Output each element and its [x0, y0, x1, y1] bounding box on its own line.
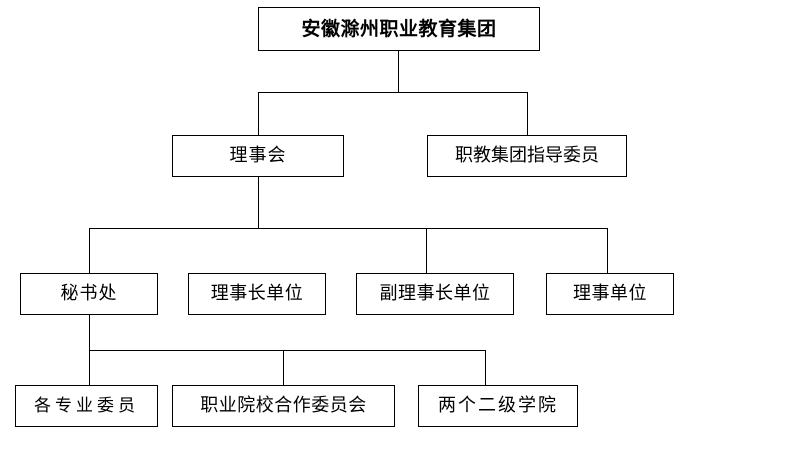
connector-council-to-secretariat: [89, 228, 91, 273]
node-vice-chair-unit-label: 副理事长单位: [379, 283, 491, 304]
connector-root-to-guidance: [527, 92, 529, 135]
connector-council-to-member-unit: [607, 228, 609, 273]
node-member-unit-label: 理事单位: [573, 283, 647, 304]
node-guidance-committee[interactable]: 职教集团指导委员: [427, 135, 627, 177]
node-guidance-committee-label: 职教集团指导委员: [455, 145, 599, 166]
node-specialty-committees-label: 各专业委员: [34, 395, 139, 416]
node-cooperation-committee[interactable]: 职业院校合作委员会: [172, 385, 395, 427]
connector-council-to-vice-chair: [426, 228, 428, 273]
connector-secretariat-horizontal: [89, 350, 486, 352]
node-council-label: 理事会: [229, 145, 287, 166]
node-secretariat[interactable]: 秘书处: [20, 273, 158, 315]
node-vice-chair-unit[interactable]: 副理事长单位: [356, 273, 514, 315]
node-cooperation-committee-label: 职业院校合作委员会: [200, 395, 367, 416]
connector-root-stem: [398, 51, 400, 92]
node-root[interactable]: 安徽滁州职业教育集团: [258, 7, 540, 51]
node-member-unit[interactable]: 理事单位: [546, 273, 674, 315]
node-council[interactable]: 理事会: [172, 135, 344, 177]
connector-council-stem: [258, 177, 260, 228]
node-specialty-committees[interactable]: 各专业委员: [15, 385, 158, 427]
connector-secretariat-to-colleges: [485, 350, 487, 385]
connector-root-to-council: [258, 92, 260, 135]
connector-council-horizontal: [89, 228, 608, 230]
node-two-secondary-colleges[interactable]: 两个二级学院: [418, 385, 578, 427]
node-two-secondary-colleges-label: 两个二级学院: [438, 395, 558, 416]
connector-secretariat-to-cooperation: [283, 350, 285, 385]
node-root-label: 安徽滁州职业教育集团: [301, 17, 497, 40]
connector-root-horizontal: [258, 92, 528, 94]
node-secretariat-label: 秘书处: [60, 283, 118, 304]
node-chair-unit[interactable]: 理事长单位: [188, 273, 326, 315]
node-chair-unit-label: 理事长单位: [210, 283, 304, 304]
